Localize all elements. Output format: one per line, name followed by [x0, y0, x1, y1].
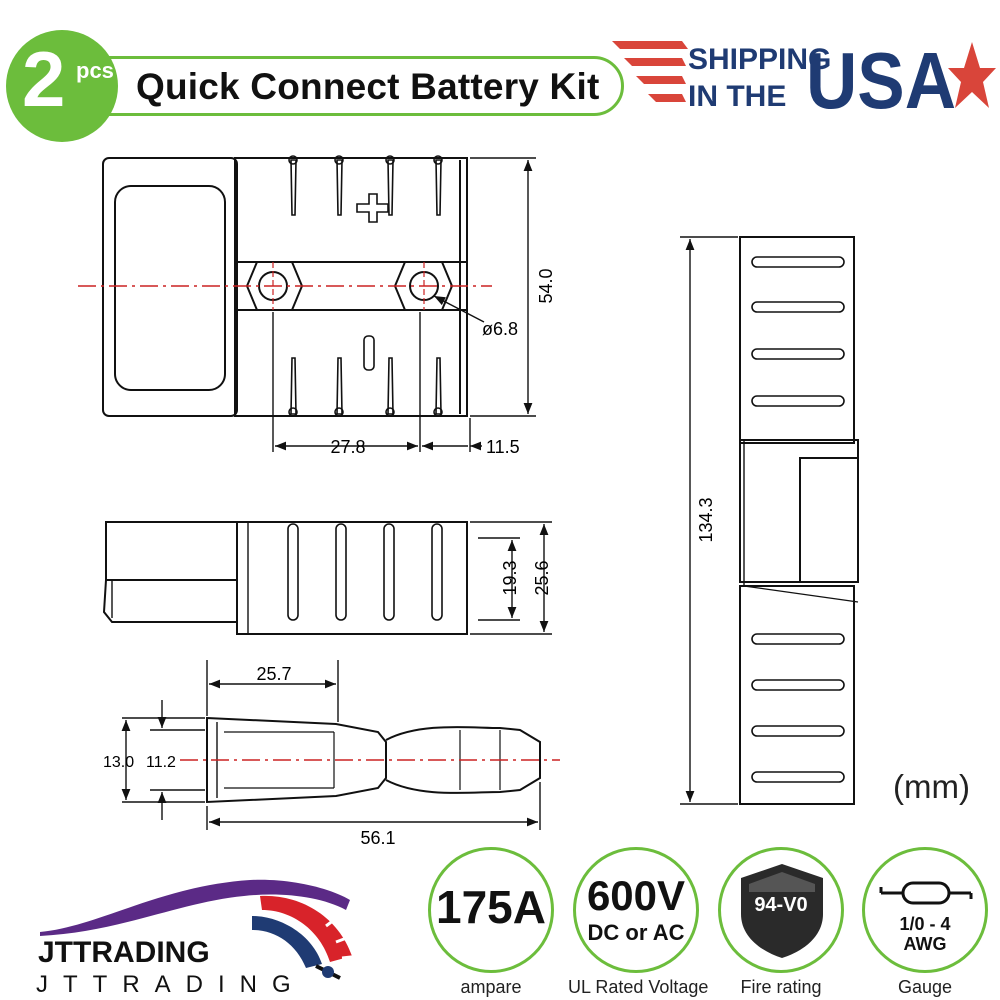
spec-fire: 94-V0 Fire rating: [714, 847, 848, 998]
dimension-lines-top: [272, 157, 536, 452]
shipping-country: USA: [806, 36, 956, 116]
shipping-line1: SHIPPING: [688, 43, 831, 76]
dim-contact-barrel: 25.7: [256, 664, 291, 684]
spec-voltage-circle: 600V DC or AC: [573, 847, 699, 973]
spec-gauge-label: Gauge: [897, 977, 953, 997]
wire-icon: [879, 881, 973, 905]
dim-edge: 11.5: [486, 437, 520, 457]
dim-contact-length: 56.1: [360, 828, 395, 848]
shipping-usa-logo: SHIPPING IN THE USA: [612, 36, 996, 116]
page-title: Quick Connect Battery Kit: [136, 66, 600, 107]
unit-label: (mm): [893, 768, 970, 805]
spec-current: 175A ampare: [424, 847, 558, 998]
spec-current-value: 175A: [436, 881, 546, 933]
spec-gauge-sub: AWG: [903, 934, 947, 954]
logo-spaced: JTTRADING: [36, 971, 306, 996]
spec-current-label: ampare: [460, 977, 522, 997]
spec-voltage: 600V DC or AC UL Rated Voltage: [568, 847, 709, 998]
title-pill: [76, 56, 624, 116]
spec-current-circle: 175A: [428, 847, 554, 973]
count-number: 2: [22, 35, 66, 123]
spec-fire-circle: 94-V0: [718, 847, 844, 973]
flag-stripes-icon: [612, 41, 688, 102]
connector-side-view: [102, 521, 468, 635]
dim-contact-od: 13.0: [103, 754, 134, 771]
centerline: [78, 262, 492, 310]
title-banner: 2 pcs Quick Connect Battery Kit: [6, 30, 626, 142]
spec-gauge: 1/0 - 4 AWG Gauge: [858, 847, 992, 998]
star-icon: [948, 42, 996, 108]
dim-side-outer: 25.6: [532, 560, 552, 595]
dimension-lines-side: [470, 521, 552, 635]
mated-assembly: [739, 236, 859, 805]
spec-gauge-value: 1/0 - 4: [899, 914, 951, 934]
jttrading-logo: JTTRADING JTTRADING: [36, 879, 361, 996]
dim-pitch: 27.8: [330, 437, 365, 457]
spec-voltage-label: UL Rated Voltage: [568, 977, 709, 997]
dim-hole-diameter: ø6.8: [482, 319, 518, 339]
dim-height-top: 54.0: [536, 268, 556, 303]
connector-top-view: [102, 155, 468, 417]
logo-name: JTTRADING: [38, 936, 210, 969]
count-unit: pcs: [76, 58, 114, 83]
speedometer-icon: [40, 879, 361, 980]
dimension-lines-contact: [121, 660, 541, 830]
shield-icon: [741, 864, 823, 958]
spec-gauge-circle: 1/0 - 4 AWG: [862, 847, 988, 973]
shipping-line2: IN THE: [688, 80, 786, 113]
spec-voltage-value: 600V: [586, 872, 686, 919]
dimension-lines-assembly: [680, 236, 738, 805]
dim-side-inner: 19.3: [500, 560, 520, 595]
spec-voltage-sub: DC or AC: [587, 920, 685, 945]
spec-fire-value: 94-V0: [754, 894, 808, 916]
spec-fire-label: Fire rating: [740, 977, 822, 997]
dim-contact-id: 11.2: [146, 754, 176, 771]
dim-assembly-length: 134.3: [696, 497, 716, 542]
count-badge: [6, 30, 118, 142]
